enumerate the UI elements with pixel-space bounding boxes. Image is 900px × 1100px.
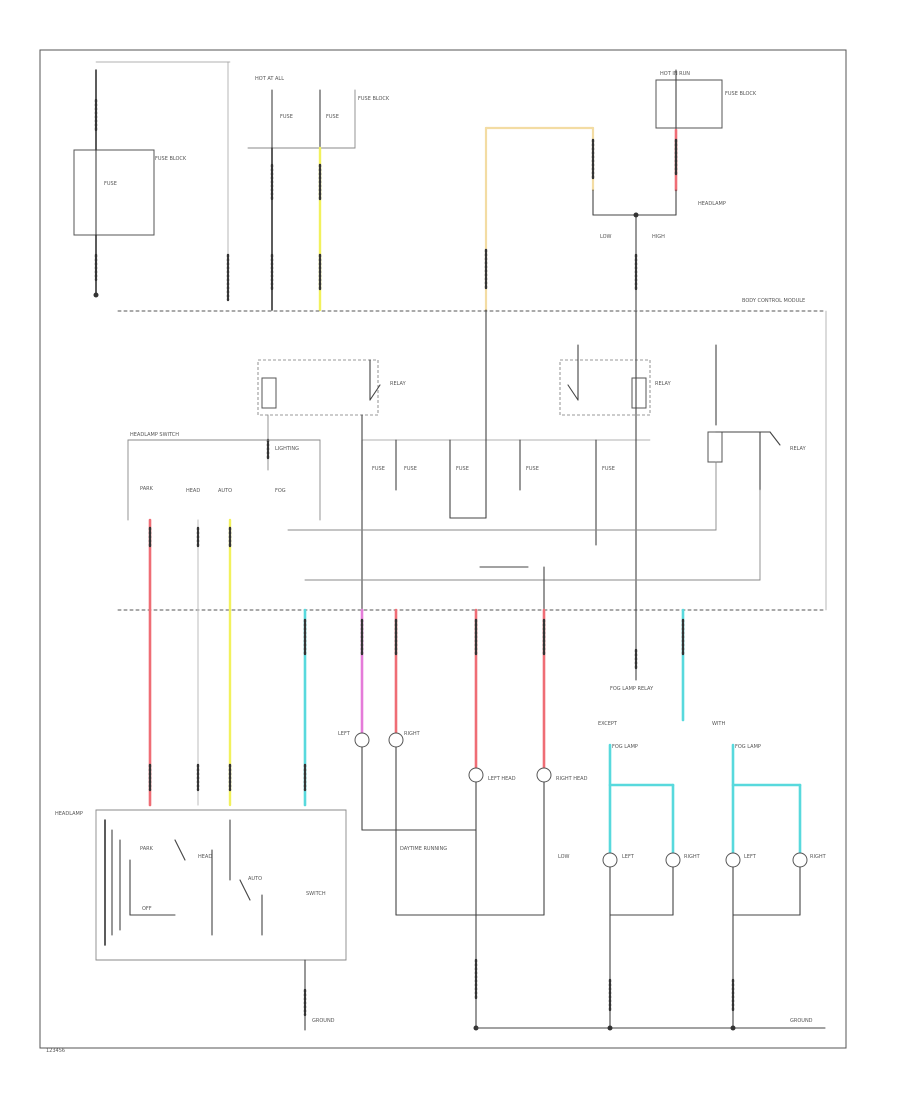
- svg-text:PARK: PARK: [140, 846, 154, 852]
- svg-text:LEFT: LEFT: [338, 731, 351, 737]
- svg-text:WITH: WITH: [712, 721, 725, 727]
- svg-text:BODY CONTROL MODULE: BODY CONTROL MODULE: [742, 298, 805, 304]
- park-lamp-right: [388, 732, 404, 748]
- svg-text:FUSE: FUSE: [602, 466, 615, 472]
- svg-text:FUSE: FUSE: [526, 466, 539, 472]
- fog-lamp-left: [602, 852, 618, 868]
- svg-text:AUTO: AUTO: [248, 876, 262, 882]
- relay-far-right: RELAY: [707, 344, 807, 491]
- svg-text:LOW: LOW: [600, 234, 612, 240]
- fuse-block-left: FUSE FUSE BLOCK: [73, 69, 187, 298]
- svg-text:FOG LAMP RELAY: FOG LAMP RELAY: [610, 686, 654, 692]
- fog-lamp-right: [665, 852, 681, 868]
- svg-text:HEAD: HEAD: [186, 488, 200, 494]
- svg-text:FUSE BLOCK: FUSE BLOCK: [155, 156, 187, 162]
- svg-text:LOW: LOW: [558, 854, 570, 860]
- svg-text:DAYTIME RUNNING: DAYTIME RUNNING: [400, 846, 447, 852]
- svg-text:OFF: OFF: [142, 906, 152, 912]
- svg-text:GROUND: GROUND: [790, 1018, 813, 1024]
- svg-text:HOT IN RUN: HOT IN RUN: [660, 71, 690, 77]
- svg-text:HEADLAMP SWITCH: HEADLAMP SWITCH: [130, 432, 179, 438]
- svg-text:HEAD: HEAD: [198, 854, 212, 860]
- diagram-border: [39, 49, 847, 1049]
- fog-lamp-right-2: [792, 852, 808, 868]
- headlamp-switch-bottom: HEADLAMP PARK HEAD AUTO OFF SWITCH: [55, 809, 347, 961]
- svg-text:RIGHT: RIGHT: [810, 854, 827, 860]
- svg-text:RIGHT HEAD: RIGHT HEAD: [556, 776, 588, 782]
- svg-text:FOG LAMP: FOG LAMP: [612, 744, 638, 750]
- svg-text:LIGHTING: LIGHTING: [275, 446, 299, 452]
- headlamp-right: [536, 767, 552, 783]
- fuse-block-right: HOT IN RUN FUSE BLOCK: [655, 69, 757, 131]
- svg-text:LEFT: LEFT: [622, 854, 635, 860]
- footer-code: 123456: [46, 1048, 65, 1054]
- park-lamp-left: [354, 732, 370, 748]
- headlamp-switch-box: HEADLAMP SWITCH PARK HEAD AUTO FOG: [127, 432, 321, 521]
- svg-text:FUSE: FUSE: [104, 181, 117, 187]
- fuse-panel-center: FUSE FUSE HOT AT ALL FUSE BLOCK: [247, 76, 390, 149]
- relay-right: RELAY: [559, 344, 672, 416]
- svg-text:RELAY: RELAY: [390, 381, 407, 387]
- svg-text:HEADLAMP: HEADLAMP: [698, 201, 726, 207]
- svg-text:HOT AT ALL: HOT AT ALL: [255, 76, 284, 82]
- svg-text:LEFT: LEFT: [744, 854, 757, 860]
- svg-text:AUTO: AUTO: [218, 488, 232, 494]
- svg-text:FUSE: FUSE: [280, 114, 293, 120]
- svg-text:FUSE BLOCK: FUSE BLOCK: [358, 96, 390, 102]
- svg-text:HEADLAMP: HEADLAMP: [55, 811, 83, 817]
- svg-text:FUSE: FUSE: [404, 466, 417, 472]
- svg-text:RELAY: RELAY: [655, 381, 672, 387]
- svg-text:SWITCH: SWITCH: [306, 891, 326, 897]
- headlamp-left: [468, 767, 484, 783]
- fog-lamp-left-2: [725, 852, 741, 868]
- svg-text:FUSE: FUSE: [372, 466, 385, 472]
- svg-text:LEFT HEAD: LEFT HEAD: [488, 776, 516, 782]
- svg-text:FOG: FOG: [275, 488, 286, 494]
- svg-text:EXCEPT: EXCEPT: [598, 721, 618, 727]
- relay-left: RELAY: [257, 359, 407, 416]
- svg-text:GROUND: GROUND: [312, 1018, 335, 1024]
- svg-text:FUSE: FUSE: [326, 114, 339, 120]
- svg-text:FOG LAMP: FOG LAMP: [735, 744, 761, 750]
- svg-text:RIGHT: RIGHT: [404, 731, 421, 737]
- svg-text:FUSE BLOCK: FUSE BLOCK: [725, 91, 757, 97]
- svg-text:HIGH: HIGH: [652, 234, 665, 240]
- svg-text:RIGHT: RIGHT: [684, 854, 701, 860]
- svg-text:FUSE: FUSE: [456, 466, 469, 472]
- svg-text:PARK: PARK: [140, 486, 154, 492]
- svg-text:RELAY: RELAY: [790, 446, 807, 452]
